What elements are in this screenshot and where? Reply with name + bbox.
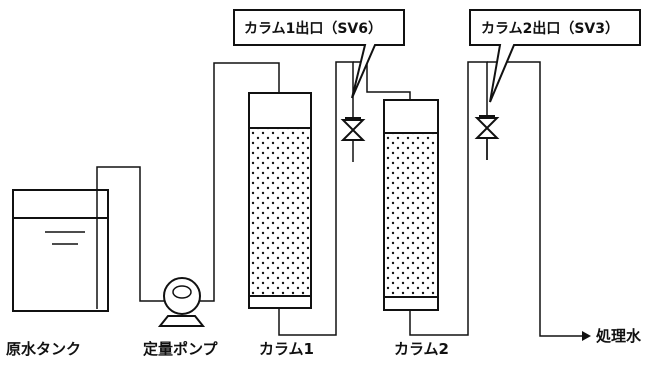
- callout-column1-outlet-text: カラム1出口（SV6）: [244, 20, 382, 37]
- label-treated-water: 処理水: [595, 327, 642, 345]
- pipe-pump-to-column1: [199, 62, 280, 302]
- raw-water-tank: [12, 189, 109, 312]
- valve-sv6: [340, 117, 366, 162]
- metering-pump: [157, 277, 206, 327]
- callout-column2-outlet: カラム2出口（SV3）: [469, 9, 641, 103]
- callout-column2-outlet-text: カラム2出口（SV3）: [481, 20, 619, 37]
- callout-column1-outlet: カラム1出口（SV6）: [233, 9, 405, 99]
- label-column-1: カラム1: [259, 340, 314, 358]
- column-2: [383, 99, 439, 311]
- arrow-head-icon: [582, 331, 591, 341]
- pipe-column2-outlet: [409, 61, 488, 336]
- pipe-tank-to-pump: [96, 166, 166, 309]
- label-column-2: カラム2: [394, 340, 449, 358]
- pipe-column1-to-column2: [278, 61, 354, 336]
- pipe-to-treated-water: [487, 61, 582, 337]
- valve-sv3: [474, 115, 500, 160]
- label-raw-water-tank: 原水タンク: [6, 340, 81, 358]
- label-metering-pump: 定量ポンプ: [143, 340, 219, 358]
- column-1: [248, 92, 312, 309]
